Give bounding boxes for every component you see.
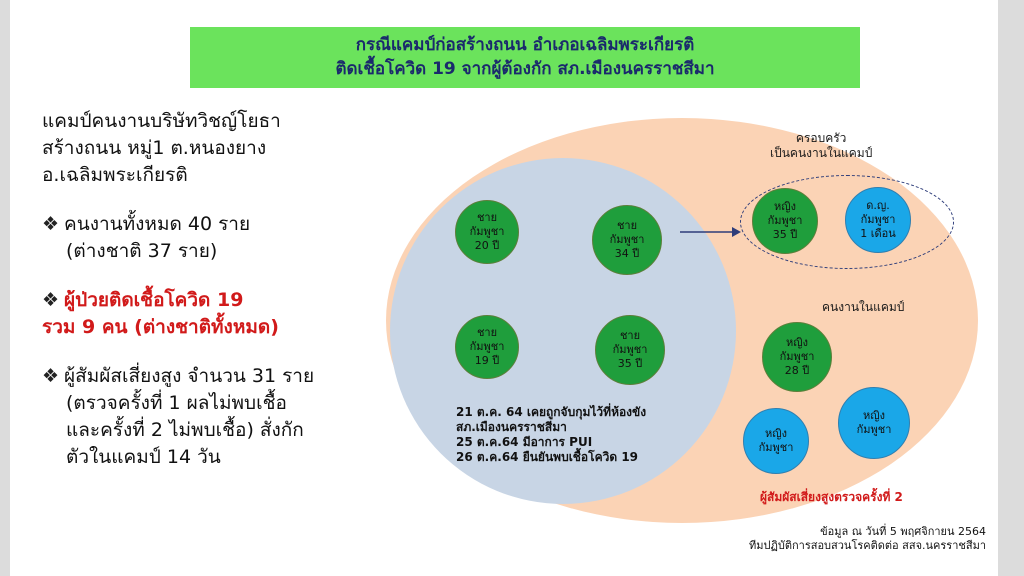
infected-cluster-circle <box>390 158 736 504</box>
node-text: ชาย <box>616 219 638 232</box>
camp-node-2: หญิง กัมพูชา <box>743 408 809 474</box>
node-text: กัมพูชา <box>609 233 645 246</box>
node-text: หญิง <box>863 409 885 422</box>
family-dashed-ellipse <box>740 175 954 269</box>
workers-line-1: คนงานทั้งหมด 40 ราย <box>64 213 251 235</box>
node-text: กัมพูชา <box>767 214 803 227</box>
node-text: 35 ปี <box>772 228 798 241</box>
family-node-mother: หญิง กัมพูชา 35 ปี <box>752 188 818 254</box>
arrow-icon <box>680 227 741 237</box>
high-risk-contacts-label: ผู้สัมผัสเสี่ยงสูงตรวจครั้งที่ 2 <box>760 490 903 504</box>
intro-line-3: อ.เฉลิมพระเกียรติ <box>42 164 188 186</box>
patients-line-2: รวม 9 คน (ต่างชาติทั้งหมด) <box>42 316 279 338</box>
node-text: ชาย <box>476 211 498 224</box>
diamond-bullet-icon: ❖ <box>42 289 60 311</box>
node-text: 1 เดือน <box>860 227 896 240</box>
intro-line-2: สร้างถนน หมู่1 ต.หนองยาง <box>42 137 267 159</box>
node-text: ชาย <box>476 326 498 339</box>
camp-node-1: หญิง กัมพูชา 28 ปี <box>762 322 832 392</box>
family-label-line-1: ครอบครัว <box>795 131 847 145</box>
contacts-bullet: ❖ผู้สัมผัสเสี่ยงสูง จำนวน 31 ราย (ตรวจคร… <box>42 363 387 471</box>
patients-bullet: ❖ผู้ป่วยติดเชื้อโควิด 19 รวม 9 คน (ต่างช… <box>42 287 387 341</box>
family-node-infant: ด.ญ. กัมพูชา 1 เดือน <box>845 187 911 253</box>
node-text: กัมพูชา <box>779 350 815 363</box>
node-text: ด.ญ. <box>866 199 890 212</box>
case-node-2: ชาย กัมพูชา 34 ปี <box>592 205 662 275</box>
case-node-4: ชาย กัมพูชา 35 ปี <box>595 315 665 385</box>
source-footer: ข้อมูล ณ วันที่ 5 พฤศจิกายน 2564 ทีมปฏิบ… <box>749 525 986 553</box>
node-text: กัมพูชา <box>469 225 505 238</box>
title-banner: กรณีแคมป์ก่อสร้างถนน อำเภอเฉลิมพระเกียรต… <box>190 27 860 88</box>
node-text: ชาย <box>619 329 641 342</box>
diamond-bullet-icon: ❖ <box>42 213 60 235</box>
workers-line-2: (ต่างชาติ 37 ราย) <box>66 240 218 262</box>
contacts-line-4: ตัวในแคมป์ 14 วัน <box>66 446 221 468</box>
node-text: 19 ปี <box>474 354 500 367</box>
contacts-line-3: และครั้งที่ 2 ไม่พบเชื้อ) สั่งกัก <box>66 419 304 441</box>
family-label-line-2: เป็นคนงานในแคมป์ <box>770 146 873 160</box>
timeline-line-2: สภ.เมืองนครราชสีมา <box>456 420 567 434</box>
camp-description: แคมป์คนงานบริษัทวิชญ์โยธา สร้างถนน หมู่1… <box>42 108 387 189</box>
node-text: 34 ปี <box>614 247 640 260</box>
timeline-line-1: 21 ต.ค. 64 เคยถูกจับกุมไว้ที่ห้องขัง <box>456 405 647 419</box>
family-label: ครอบครัว เป็นคนงานในแคมป์ <box>770 131 872 161</box>
node-text: กัมพูชา <box>469 340 505 353</box>
left-frame-edge <box>0 0 10 576</box>
node-text: หญิง <box>765 427 787 440</box>
case-node-3: ชาย กัมพูชา 19 ปี <box>455 315 519 379</box>
footer-team: ทีมปฏิบัติการสอบสวนโรคติดต่อ สสจ.นครราชส… <box>748 539 986 552</box>
footer-date: ข้อมูล ณ วันที่ 5 พฤศจิกายน 2564 <box>820 525 986 538</box>
contacts-line-2: (ตรวจครั้งที่ 1 ผลไม่พบเชื้อ <box>66 392 287 414</box>
node-text: กัมพูชา <box>612 343 648 356</box>
workers-bullet: ❖คนงานทั้งหมด 40 ราย (ต่างชาติ 37 ราย) <box>42 211 387 265</box>
summary-panel: แคมป์คนงานบริษัทวิชญ์โยธา สร้างถนน หมู่1… <box>42 108 387 471</box>
right-frame-edge <box>998 0 1024 576</box>
timeline-line-3: 25 ต.ค.64 มีอาการ PUI <box>456 435 593 449</box>
node-text: 20 ปี <box>474 239 500 252</box>
node-text: หญิง <box>774 200 796 213</box>
case-node-1: ชาย กัมพูชา 20 ปี <box>455 200 519 264</box>
node-text: กัมพูชา <box>856 423 892 436</box>
camp-workers-label: คนงานในแคมป์ <box>822 300 905 314</box>
timeline-line-4: 26 ต.ค.64 ยืนยันพบเชื้อโควิด 19 <box>456 450 639 464</box>
banner-line-1: กรณีแคมป์ก่อสร้างถนน อำเภอเฉลิมพระเกียรต… <box>355 35 695 55</box>
contacts-line-1: ผู้สัมผัสเสี่ยงสูง จำนวน 31 ราย <box>64 365 315 387</box>
node-text: 28 ปี <box>784 364 810 377</box>
node-text: 35 ปี <box>617 357 643 370</box>
diamond-bullet-icon: ❖ <box>42 365 60 387</box>
timeline-note: 21 ต.ค. 64 เคยถูกจับกุมไว้ที่ห้องขัง สภ.… <box>456 405 646 465</box>
node-text: กัมพูชา <box>860 213 896 226</box>
banner-line-2: ติดเชื้อโควิด 19 จากผู้ต้องกัก สภ.เมืองน… <box>335 59 715 79</box>
node-text: หญิง <box>786 336 808 349</box>
node-text: กัมพูชา <box>758 441 794 454</box>
patients-line-1: ผู้ป่วยติดเชื้อโควิด 19 <box>64 289 244 311</box>
camp-node-3: หญิง กัมพูชา <box>838 387 910 459</box>
intro-line-1: แคมป์คนงานบริษัทวิชญ์โยธา <box>42 110 281 132</box>
